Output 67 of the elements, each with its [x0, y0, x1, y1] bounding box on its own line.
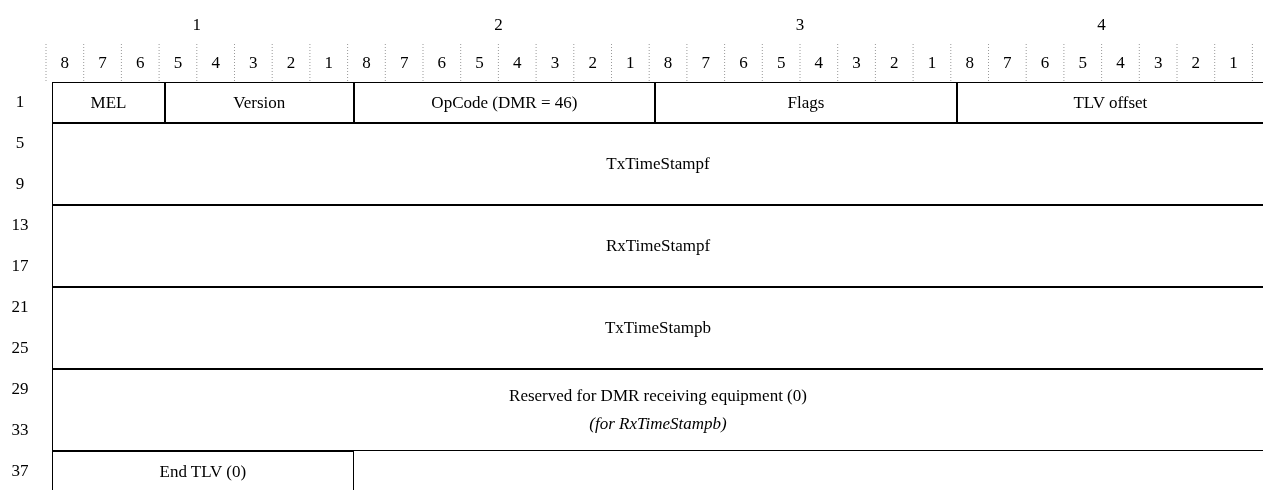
- bit-number: 7: [98, 53, 107, 73]
- octet-number: 3: [795, 15, 805, 35]
- field-name: RxTimeStampf: [605, 236, 711, 256]
- row-offset: 29: [11, 379, 29, 399]
- bit-number: 2: [286, 53, 296, 73]
- field-name: End TLV (0): [159, 462, 247, 482]
- field-name: TxTimeStampb: [604, 318, 712, 338]
- bit-number: 7: [701, 53, 710, 73]
- field-name: TxTimeStampf: [606, 154, 710, 174]
- field-cell: [353, 82, 656, 123]
- bit-number: 2: [588, 53, 597, 73]
- field-cell: [52, 205, 1263, 287]
- bit-number: 8: [965, 53, 974, 73]
- bit-number: 6: [1040, 53, 1050, 73]
- bit-number: 6: [136, 53, 145, 73]
- row-offset: 17: [11, 256, 29, 276]
- field-cell: [52, 82, 166, 123]
- octet-number: 4: [1097, 15, 1106, 35]
- bit-number: 5: [475, 53, 484, 73]
- octet-number: 2: [494, 15, 503, 35]
- field-cell: [655, 82, 957, 123]
- bit-number: 2: [890, 53, 899, 73]
- bit-number: 3: [852, 53, 861, 73]
- row-offset: 33: [11, 420, 29, 440]
- field-name: MEL: [90, 92, 127, 113]
- field-cell: [52, 369, 1263, 451]
- field-cell: [165, 82, 354, 123]
- bit-number: 4: [1116, 53, 1125, 73]
- bit-number: 3: [1153, 53, 1163, 73]
- bit-number: 4: [211, 53, 220, 73]
- bit-number: 1: [927, 53, 937, 73]
- field-cell: [52, 287, 1263, 369]
- field-cell: [956, 82, 1263, 123]
- bit-number: 1: [1229, 53, 1238, 73]
- octet-number: 1: [192, 15, 202, 35]
- bit-number: 7: [1003, 53, 1012, 73]
- bit-number: 1: [324, 53, 333, 73]
- bit-number: 6: [437, 53, 447, 73]
- field-cell: [52, 451, 354, 490]
- row-offset: 25: [11, 338, 29, 358]
- bit-number: 5: [1078, 53, 1087, 73]
- bit-number: 6: [739, 53, 748, 73]
- row-offset: 5: [15, 133, 25, 153]
- row-offset: 9: [15, 174, 25, 194]
- bit-number: 4: [513, 53, 522, 73]
- row-offset: 37: [11, 461, 29, 481]
- bit-number: 3: [249, 53, 258, 73]
- field-name: OpCode (DMR = 46): [431, 92, 578, 113]
- bit-number: 4: [814, 53, 824, 73]
- bit-number: 5: [776, 53, 786, 73]
- field-name: TLV offset: [1073, 92, 1148, 113]
- bit-number: 1: [626, 53, 635, 73]
- row-offset: 1: [15, 92, 25, 112]
- bit-number: 5: [173, 53, 183, 73]
- bit-number: 3: [550, 53, 560, 73]
- field-name: Flags: [787, 92, 825, 113]
- bit-number: 7: [399, 53, 409, 73]
- row-offset: 21: [11, 297, 29, 317]
- field-name: Reserved for DMR receiving equipment (0): [509, 386, 807, 406]
- bit-number: 8: [663, 53, 673, 73]
- field-name: Version: [233, 92, 286, 113]
- bit-number: 2: [1191, 53, 1201, 73]
- bit-number: 8: [362, 53, 371, 73]
- field-cell: [52, 123, 1263, 205]
- bit-number: 8: [60, 53, 70, 73]
- field-note: (for RxTimeStampb): [589, 414, 727, 434]
- row-offset: 13: [11, 215, 29, 235]
